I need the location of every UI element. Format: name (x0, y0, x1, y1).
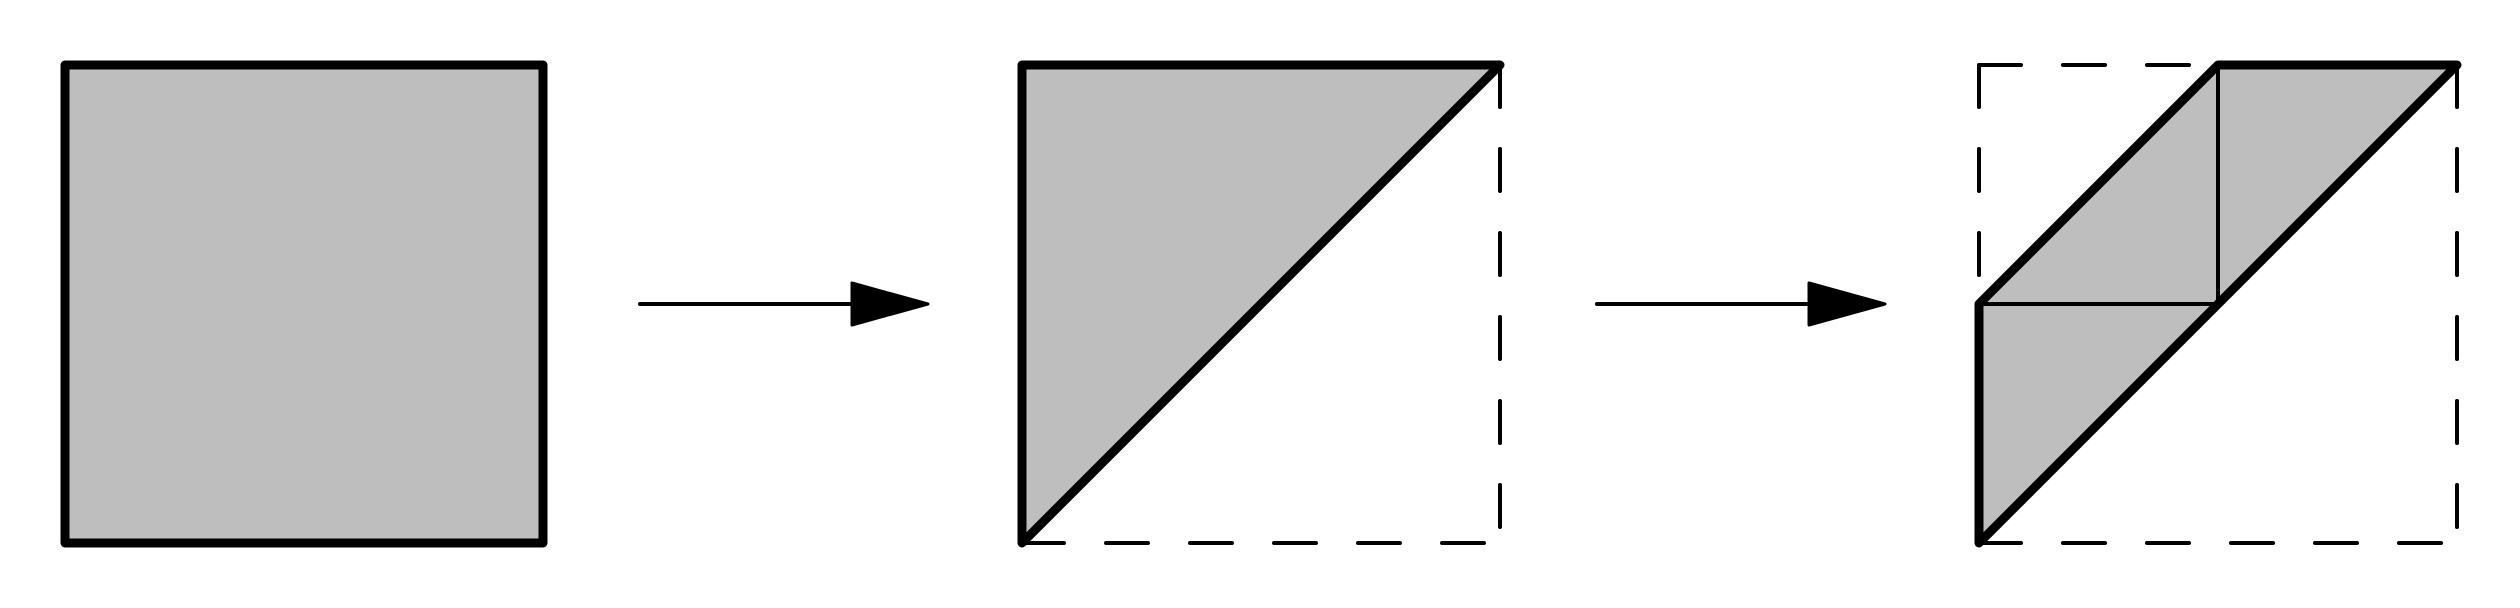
arrow-2-head (1807, 281, 1887, 327)
fold-2-outline (1974, 60, 2462, 548)
arrow-1 (638, 281, 930, 327)
triangle-outline (1017, 60, 1505, 548)
arrow-1-head (850, 281, 930, 327)
square-outline (60, 60, 548, 548)
square-fill (65, 65, 543, 543)
arrow-2 (1595, 281, 1887, 327)
panel-square (60, 60, 548, 548)
panel-fold-2 (1974, 60, 2462, 548)
panel-fold-1 (1017, 60, 1505, 548)
